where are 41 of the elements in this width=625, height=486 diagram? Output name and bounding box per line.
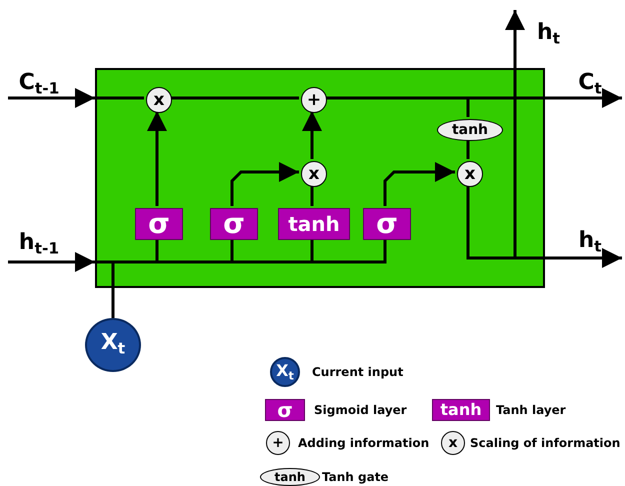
operation-circle: + [266,431,290,455]
legend-text: Tanh gate [322,471,389,483]
connector-line [170,96,299,100]
legend-text: Tanh layer [496,404,566,416]
sigmoid-layer: σ [135,208,183,240]
state-label: h$_{t}$ [508,10,560,60]
sigmoid-layer: σ [210,208,258,240]
connector-line [466,139,470,159]
connector-line [325,96,470,117]
arrow [8,88,95,108]
connector-line [112,262,114,318]
state-label: C$_{t}$ [558,72,622,102]
state-label: h$_{t}$ [558,230,622,262]
legend-text: Sigmoid layer [314,404,407,416]
arrow [230,162,299,206]
connector-line [95,96,144,100]
state-label: h$_{t-1}$ [8,232,70,266]
arrow [302,111,322,159]
operation-circle: x [441,431,465,455]
cell-panel [95,68,545,288]
state-label: C$_{t-1}$ [8,72,70,102]
input-circle: X$_{t}$ [270,357,300,387]
legend-text: Current input [312,366,404,378]
tanh-gate: tanh [260,468,320,486]
arrow [384,162,455,206]
arrow [8,252,95,272]
input-circle: X$_{t}$ [85,318,141,372]
arrow [147,111,167,206]
tanh-gate: tanh [437,119,503,141]
operation-circle: x [457,161,483,187]
connector-line [95,238,386,264]
sigmoid-layer: σ [265,399,305,421]
legend-text: Adding information [298,437,430,449]
operation-circle: + [301,87,327,113]
operation-circle: x [301,161,327,187]
legend-text: Scaling of information [470,437,620,449]
connector-line [310,185,314,206]
tanh-layer: tanh [278,208,350,240]
tanh-layer: tanh [432,399,490,421]
operation-circle: x [146,87,172,113]
sigmoid-layer: σ [363,208,411,240]
